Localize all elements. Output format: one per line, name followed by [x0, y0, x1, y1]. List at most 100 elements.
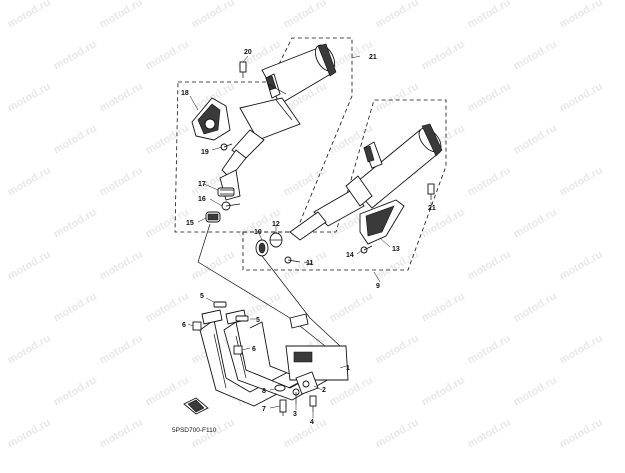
gasket-10: [255, 239, 269, 257]
watermark-text: motod.ru: [52, 374, 99, 408]
callout-leaders: [187, 55, 432, 418]
callout-10: 10: [254, 229, 262, 236]
callout-5a: 5: [200, 293, 204, 300]
callout-14: 14: [346, 252, 354, 259]
watermark-text: motod.ru: [190, 248, 237, 282]
bolt-14: [360, 245, 373, 254]
watermark-text: motod.ru: [6, 416, 53, 450]
callout-5b: 5: [256, 317, 260, 324]
callout-19: 18: [181, 90, 189, 97]
watermark-text: motod.ru: [420, 206, 467, 240]
watermark-text: motod.ru: [144, 374, 191, 408]
front-arrow-icon: [183, 397, 209, 415]
watermark-text: motod.ru: [512, 374, 559, 408]
diagram-code: 5PSD700-F110: [172, 427, 217, 434]
watermark-text: motod.ru: [52, 206, 99, 240]
watermark-text: motod.ru: [52, 38, 99, 72]
callout-12: 12: [272, 221, 280, 228]
watermark-text: motod.ru: [466, 332, 513, 366]
callout-13: 13: [392, 246, 400, 253]
watermark-text: motod.ru: [420, 374, 467, 408]
watermark-text: motod.ru: [144, 122, 191, 156]
watermark-text: motod.ru: [466, 0, 513, 31]
watermark-text: motod.ru: [558, 332, 605, 366]
bolt-20: [220, 143, 233, 151]
bolt-11: [284, 256, 301, 264]
watermark-text: motod.ru: [6, 248, 53, 282]
watermark-text: motod.ru: [282, 0, 329, 31]
callout-3: 3: [293, 411, 297, 418]
watermark-text: motod.ru: [98, 0, 145, 31]
assembly-leader-lines: [197, 223, 341, 351]
watermark-text: motod.ru: [6, 332, 53, 366]
clamp-12: [269, 232, 283, 248]
lower-muffler: [289, 123, 443, 241]
watermark-text: motod.ru: [6, 0, 53, 31]
stud-5: [213, 301, 249, 322]
watermark-text: motod.ru: [512, 206, 559, 240]
watermark-text: motod.ru: [6, 80, 53, 114]
watermark-text: motod.ru: [144, 290, 191, 324]
watermark-text: motod.ru: [466, 416, 513, 450]
watermark-text: motod.ru: [420, 38, 467, 72]
callout-2: 2: [322, 387, 326, 394]
callout-6a: 6: [182, 322, 186, 329]
watermark-text: motod.ru: [374, 248, 421, 282]
callout-17: 16: [198, 196, 206, 203]
callout-4: 4: [310, 419, 314, 426]
callout-15: 21: [369, 54, 377, 61]
watermark-text: motod.ru: [282, 416, 329, 450]
watermark-text: motod.ru: [52, 122, 99, 156]
callout-16: 15: [186, 220, 194, 227]
joint-pipe-upper: [205, 169, 241, 223]
watermark-text: motod.ru: [374, 332, 421, 366]
watermark-text: motod.ru: [374, 80, 421, 114]
watermark-text: motod.ru: [374, 416, 421, 450]
watermark-text: motod.ru: [512, 38, 559, 72]
watermark-text: motod.ru: [52, 290, 99, 324]
callout-6b: 6: [252, 346, 256, 353]
bolt-4: [309, 395, 317, 412]
watermark-text: motod.ru: [512, 122, 559, 156]
watermark-text: motod.ru: [6, 164, 53, 198]
watermark-text: motod.ru: [98, 80, 145, 114]
watermark-text: motod.ru: [558, 248, 605, 282]
watermark-text: motod.ru: [98, 416, 145, 450]
callout-21-upper: 20: [244, 49, 252, 56]
watermark-text: motod.ru: [98, 248, 145, 282]
callout-1: 1: [346, 365, 350, 372]
callout-8: 8: [262, 388, 266, 395]
watermark-text: motod.ru: [466, 248, 513, 282]
washer-8: [274, 384, 286, 392]
bolt-21-lower: [427, 183, 435, 200]
watermark-text: motod.ru: [144, 206, 191, 240]
callout-18: 17: [198, 181, 206, 188]
bolt-21-upper: [239, 61, 247, 78]
watermark-text: motod.ru: [558, 164, 605, 198]
watermark-text: motod.ru: [374, 0, 421, 31]
watermark-text: motod.ru: [558, 416, 605, 450]
watermark-text: motod.ru: [558, 0, 605, 31]
watermark-text: motod.ru: [144, 38, 191, 72]
watermark-text: motod.ru: [98, 164, 145, 198]
watermark-text: motod.ru: [466, 80, 513, 114]
callout-21-lower: 21: [428, 205, 436, 212]
watermark-text: motod.ru: [512, 290, 559, 324]
callout-20: 19: [201, 149, 209, 156]
bolt-3: [292, 388, 300, 404]
heat-guard-19: [191, 97, 231, 141]
watermark-text: motod.ru: [328, 290, 375, 324]
upper-muffler: [221, 43, 337, 179]
heat-guard-13: [359, 199, 405, 245]
bolt-17: [221, 201, 241, 211]
callout-7: 7: [262, 406, 266, 413]
callout-9: 9: [376, 283, 380, 290]
watermark-text: motod.ru: [98, 332, 145, 366]
watermark-text: motod.ru: [558, 80, 605, 114]
callout-labels: 21 20 18 19 17 16 15 21 10 12 11 13 14 9…: [181, 49, 436, 426]
watermark-text: motod.ru: [190, 0, 237, 31]
watermark-text: motod.ru: [466, 164, 513, 198]
callout-11: 11: [306, 260, 314, 267]
bolt-7: [279, 399, 287, 416]
